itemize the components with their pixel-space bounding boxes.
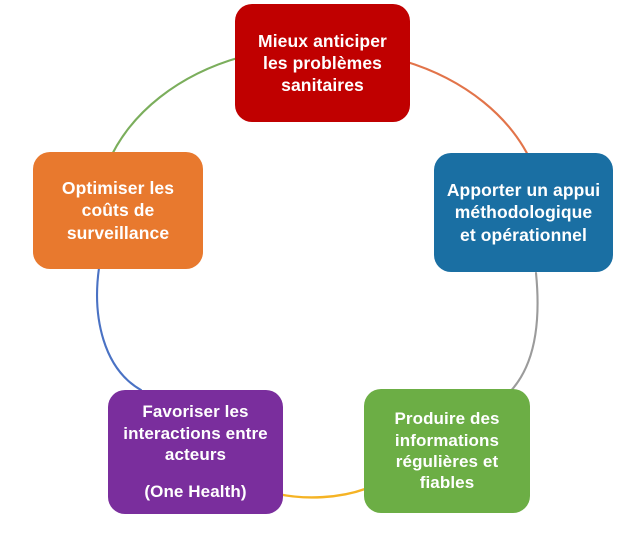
node-label-line: informations: [394, 430, 500, 450]
node-label-line-one-health: (One Health): [144, 482, 247, 502]
node-label-line: surveillance: [66, 222, 170, 243]
node-label-line: Produire des: [394, 409, 500, 429]
node-favoriser-les-interactions[interactable]: Favoriser les interactions entre acteurs…: [108, 390, 283, 514]
node-label-line: fiables: [419, 473, 475, 493]
node-label-line: Mieux anticiper: [258, 30, 387, 51]
node-label-line: et opérationnel: [460, 224, 587, 245]
node-produire-des-informations[interactable]: Produire des informations régulières et …: [364, 389, 530, 513]
node-label-line: Favoriser les: [142, 402, 249, 422]
node-label-line: Optimiser les: [61, 178, 175, 199]
node-label-line: Apporter un appui: [446, 180, 601, 201]
connector-interactions-to-couts: [96, 266, 143, 392]
node-apporter-un-appui[interactable]: Apporter un appui méthodologique et opér…: [434, 153, 613, 272]
node-label-line: acteurs: [164, 444, 227, 464]
node-label-line: sanitaires: [281, 75, 364, 96]
node-label-line: régulières et: [395, 452, 499, 471]
connector-informations-to-interactions: [276, 487, 367, 499]
node-label-line: coûts de: [81, 200, 155, 221]
node-mieux-anticiper[interactable]: Mieux anticiper les problèmes sanitaires: [235, 4, 410, 122]
connector-couts-to-anticiper: [106, 55, 243, 165]
node-label-line: interactions entre: [123, 423, 268, 443]
node-label-line: les problèmes: [263, 52, 382, 73]
connector-anticiper-to-appui: [402, 59, 536, 170]
node-label-line: méthodologique: [454, 202, 593, 223]
node-optimiser-les-couts[interactable]: Optimiser les coûts de surveillance: [33, 152, 203, 269]
